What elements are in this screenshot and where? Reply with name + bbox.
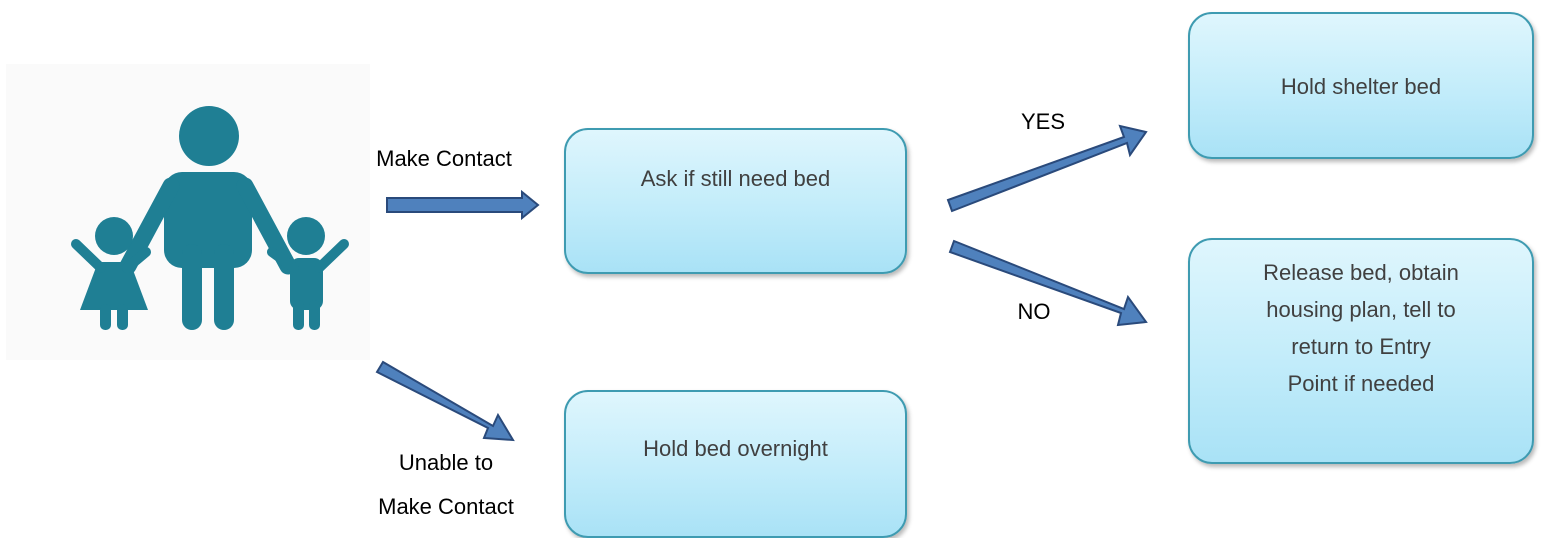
arrow-yes: [946, 124, 1148, 213]
hold-bed-overnight-text: Hold bed overnight: [643, 436, 828, 461]
yes-label: YES: [1020, 109, 1066, 134]
ask-if-need-bed-text: Ask if still need bed: [640, 166, 831, 191]
arrow-no: [948, 239, 1148, 327]
release-bed-line1: Release bed, obtain: [1263, 260, 1459, 285]
release-bed-line4: Point if needed: [1287, 371, 1435, 396]
no-label: NO: [1017, 299, 1051, 324]
release-bed-line2: housing plan, tell to: [1266, 297, 1456, 322]
unable-contact-label-line1: Unable to: [398, 450, 494, 475]
release-bed-box: Release bed, obtain housing plan, tell t…: [1188, 238, 1534, 464]
hold-shelter-bed-text: Hold shelter bed: [1280, 74, 1442, 99]
family-icon-panel: [6, 64, 370, 360]
ask-if-need-bed-box: Ask if still need bed: [564, 128, 907, 274]
family-icon: [71, 106, 349, 330]
unable-contact-label-line2: Make Contact: [378, 494, 514, 519]
arrow-make-contact: [386, 189, 540, 221]
make-contact-label: Make Contact: [376, 146, 512, 171]
hold-bed-overnight-box: Hold bed overnight: [564, 390, 907, 538]
hold-shelter-bed-box: Hold shelter bed: [1188, 12, 1534, 159]
release-bed-line3: return to Entry: [1291, 334, 1431, 359]
arrow-unable: [375, 360, 515, 442]
